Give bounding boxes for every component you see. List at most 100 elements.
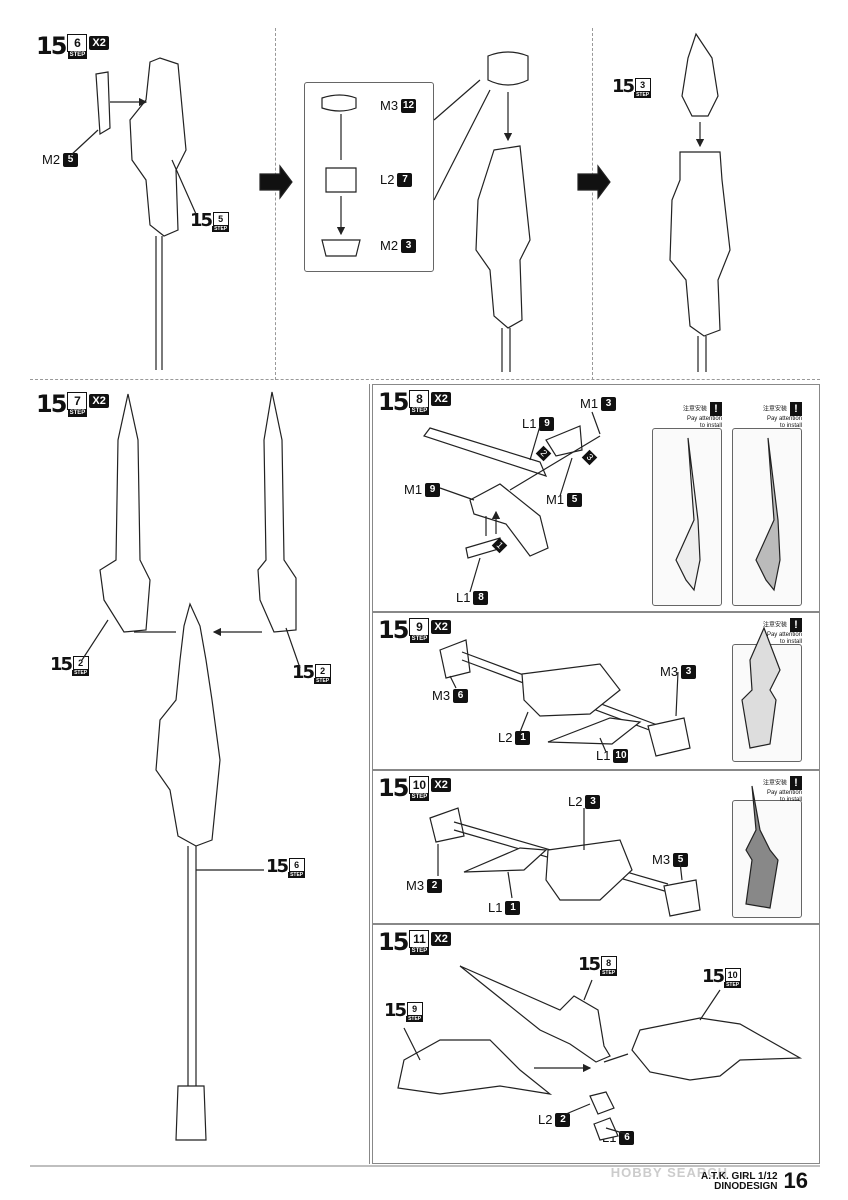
ref-main: 15 (612, 76, 635, 97)
blade-left (99, 393, 151, 633)
note-cn: 注意安装 (762, 622, 787, 629)
part-number: 10 (613, 748, 629, 763)
part-number: 6 (619, 1130, 635, 1145)
panel-step-15-11 (372, 924, 820, 1164)
ref-main: 15 (384, 1000, 407, 1021)
cap-part (321, 94, 357, 112)
leader-line (403, 979, 721, 1135)
blade-part (547, 717, 642, 745)
panel-step-15-10 (372, 770, 820, 924)
body-part (545, 839, 633, 901)
cone-part (589, 1091, 619, 1141)
callout-line (433, 79, 491, 201)
blade-part (423, 427, 548, 477)
step-label: STEP (409, 794, 430, 801)
note-cn: 注意安装 (762, 780, 787, 787)
note-cn: 注意安装 (682, 406, 707, 413)
step-sub: 9 (409, 618, 430, 636)
spike-part (681, 32, 719, 117)
ref-label: STEP (72, 670, 90, 676)
step-main: 15 (36, 32, 67, 60)
page-footer: A.T.K. GIRL 1/12 DINODESIGN 16 (701, 1170, 808, 1192)
end-cap (439, 639, 471, 679)
ref-label: STEP (600, 970, 618, 976)
note-en: to install (699, 423, 722, 429)
ref-sub: 10 (724, 968, 741, 982)
step-sub: 10 (409, 776, 430, 794)
quantity-badge: X2 (431, 932, 451, 946)
ref-label: STEP (634, 92, 652, 98)
ref-main: 15 (578, 954, 601, 975)
part-name: L2 (498, 730, 513, 745)
ref-sub: 8 (600, 956, 617, 970)
part-number: 3 (601, 396, 617, 411)
guard-part (545, 425, 583, 457)
note-en: Pay attention (766, 632, 802, 638)
part-name: M3 (406, 878, 425, 893)
part-number: 12 (401, 98, 417, 113)
part-name: L1 (488, 900, 503, 915)
body-part (521, 663, 621, 717)
note-en: Pay attention (766, 790, 802, 796)
page-number: 16 (783, 1168, 808, 1193)
ref-sub: 2 (314, 664, 331, 678)
ref-main: 15 (292, 662, 315, 683)
leader-line (449, 671, 679, 753)
part-number: 7 (397, 172, 413, 187)
part-name: M2 (42, 152, 61, 167)
panel-step-15-7 (30, 384, 370, 1164)
part-number: 9 (539, 416, 555, 431)
step-sub: 8 (409, 390, 430, 408)
leader-line (81, 619, 301, 871)
quantity-badge: X2 (89, 394, 109, 408)
brand-name: DINODESIGN (714, 1181, 778, 1192)
ref-main: 15 (702, 966, 725, 987)
part-name: L2 (380, 172, 395, 187)
ref-main: 15 (50, 654, 73, 675)
spear-head (155, 602, 221, 847)
end-cap (647, 717, 691, 757)
note-en: to install (779, 639, 802, 645)
ref-sub: 6 (288, 858, 305, 872)
ref-label: STEP (212, 226, 230, 232)
ref-sub: 9 (406, 1002, 423, 1016)
step-label: STEP (409, 408, 430, 415)
ref-label: STEP (724, 982, 742, 988)
ref-label: STEP (314, 678, 332, 684)
note-en: Pay attention (766, 416, 802, 422)
body-assembly (631, 1017, 803, 1081)
brand-title: A.T.K. GIRL 1/12 (701, 1171, 778, 1182)
leader-line (69, 129, 197, 215)
step-main: 15 (378, 928, 409, 956)
leader-line (439, 411, 601, 593)
part-name: M2 (380, 238, 399, 253)
part-name: M3 (432, 688, 451, 703)
step-label: STEP (409, 948, 430, 955)
exclamation-icon: ! (790, 402, 802, 416)
ref-sub: 5 (212, 212, 229, 226)
part-name: L2 (538, 1112, 553, 1127)
exclamation-icon: ! (790, 776, 802, 790)
ring-part (325, 167, 357, 193)
step-main: 15 (36, 390, 67, 418)
quantity-badge: X2 (89, 36, 109, 50)
part-number: 1 (515, 730, 531, 745)
part-number: 2 (427, 878, 443, 893)
leader-line (437, 808, 683, 899)
part-name: M1 (404, 482, 423, 497)
